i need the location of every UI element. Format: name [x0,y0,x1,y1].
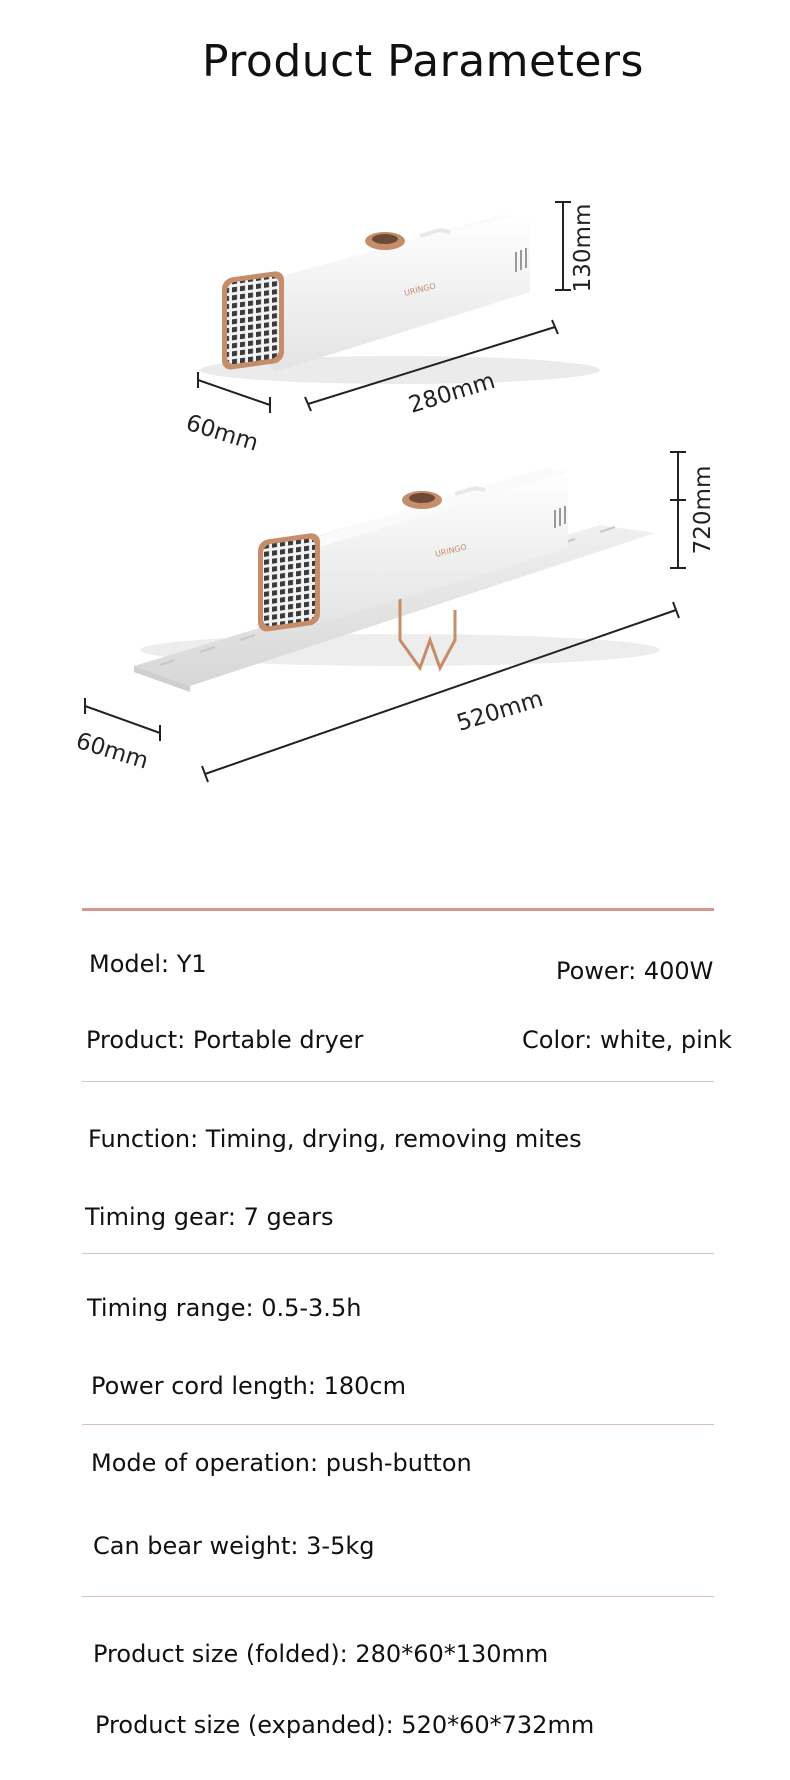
page-title: Product Parameters [202,36,644,87]
expanded-length-label: 520mm [454,686,546,737]
expanded-product: URINGO [134,468,660,692]
expanded-height-label: 720mm [690,466,716,555]
folded-product: URINGO [200,214,600,384]
section-divider [82,1596,714,1597]
param-timing-gear: Timing gear: 7 gears [85,1203,334,1231]
param-power: Power: 400W [556,957,714,985]
param-timing-range: Timing range: 0.5-3.5h [87,1294,362,1322]
section-divider [82,1253,714,1254]
param-size-expanded: Product size (expanded): 520*60*732mm [95,1711,595,1739]
header: Product Parameters [0,0,790,110]
param-color: Color: white, pink [522,1026,732,1054]
param-operation: Mode of operation: push-button [91,1449,472,1477]
folded-height-label: 130mm [570,204,596,293]
param-weight: Can bear weight: 3-5kg [93,1532,375,1560]
section-divider-top [82,908,714,911]
expanded-depth-label: 60mm [73,728,151,775]
param-product: Product: Portable dryer [86,1026,364,1054]
folded-depth-label: 60mm [183,410,261,457]
param-model: Model: Y1 [89,950,207,978]
param-size-folded: Product size (folded): 280*60*130mm [93,1640,549,1668]
product-illustration: URINGO 130mm 280mm 60mm [73,201,716,783]
expanded-dimension-lines [84,451,686,783]
param-function: Function: Timing, drying, removing mites [88,1125,582,1153]
param-cord-length: Power cord length: 180cm [91,1372,406,1400]
section-divider [82,1424,714,1425]
section-divider [82,1081,714,1082]
folded-dimension-lines [197,201,571,413]
